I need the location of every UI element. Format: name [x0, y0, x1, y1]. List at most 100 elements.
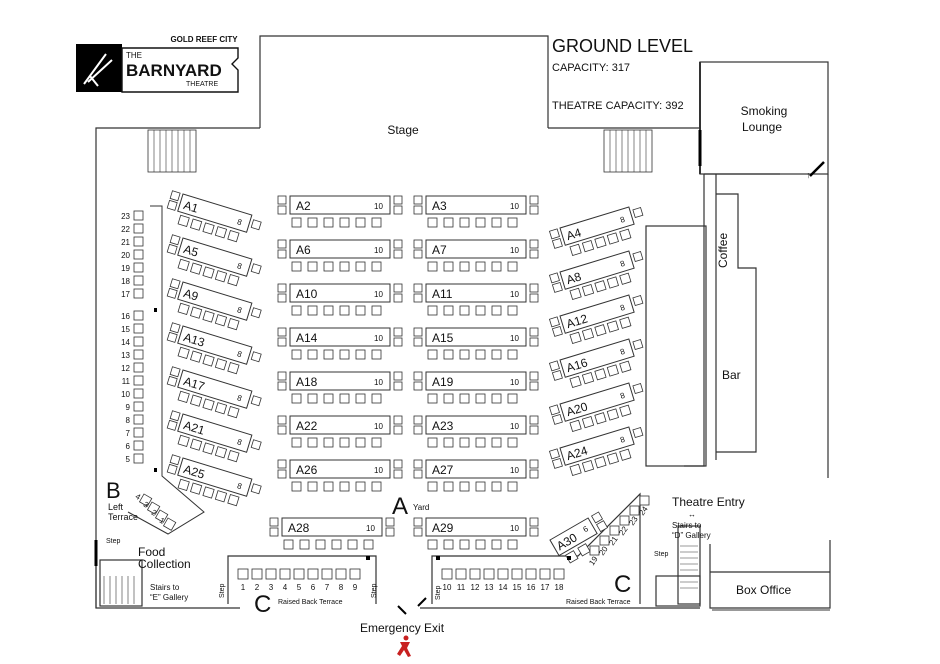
- table-capacity: 10: [510, 422, 519, 431]
- table-top: [425, 459, 527, 479]
- seat: [577, 543, 591, 557]
- seat: [413, 381, 423, 391]
- table-label: A14: [296, 331, 318, 345]
- smoking-lounge-label-line1: Smoking: [741, 104, 788, 118]
- seat: [529, 425, 539, 435]
- seat: [539, 568, 551, 580]
- table-top: [289, 371, 391, 391]
- table-top: [177, 369, 253, 409]
- table-a23: A23 10: [413, 415, 539, 448]
- seat: [323, 481, 334, 492]
- seat: [413, 327, 423, 337]
- table-capacity: 8: [236, 305, 243, 315]
- seat: [323, 437, 334, 448]
- seat: [277, 469, 287, 479]
- seat: [277, 195, 287, 205]
- marker: [567, 556, 571, 560]
- seat: [475, 437, 486, 448]
- seat: [475, 305, 486, 316]
- seat: [133, 310, 144, 321]
- seat-number: 12: [471, 583, 480, 592]
- seat: [177, 434, 190, 447]
- seat: [393, 381, 403, 391]
- table-capacity: 8: [236, 217, 243, 227]
- seat-number: 6: [311, 583, 316, 592]
- seat: [307, 305, 318, 316]
- table-label: A26: [296, 463, 318, 477]
- seat: [393, 249, 403, 259]
- seat: [393, 337, 403, 347]
- seat-number: 10: [121, 390, 130, 399]
- seat: [459, 393, 470, 404]
- seat: [166, 419, 178, 431]
- seat: [133, 236, 144, 247]
- seat: [413, 415, 423, 425]
- seat: [594, 236, 607, 249]
- table-a4: A48: [548, 206, 644, 257]
- seat: [355, 349, 366, 360]
- table-top: [559, 206, 635, 246]
- table-capacity: 8: [236, 437, 243, 447]
- seat-number: 2: [255, 583, 260, 592]
- box-office-label: Box Office: [736, 583, 791, 597]
- logo-sub: THEATRE: [186, 81, 218, 88]
- stairs-d-label-line2: “D” Gallery: [672, 531, 711, 540]
- seat-number: 7: [126, 429, 131, 438]
- table-capacity: 10: [510, 202, 519, 211]
- terrace-corner-seat: 2: [150, 508, 169, 523]
- seat: [581, 415, 595, 429]
- table-label: A23: [432, 419, 454, 433]
- seat-number: 19: [587, 554, 600, 567]
- seat: [251, 568, 263, 580]
- seat: [307, 217, 318, 228]
- seat: [459, 437, 470, 448]
- seat: [277, 283, 287, 293]
- seat: [619, 272, 632, 285]
- seat: [277, 337, 287, 347]
- seat: [133, 349, 144, 360]
- seat: [307, 481, 318, 492]
- seat: [385, 517, 395, 527]
- seat: [413, 517, 423, 527]
- seat: [413, 469, 423, 479]
- seat: [202, 354, 215, 367]
- table-capacity: 10: [366, 524, 375, 533]
- logo-top-line: GOLD REEF CITY: [170, 35, 238, 44]
- table-label: A7: [432, 243, 447, 257]
- seat: [250, 483, 262, 495]
- table-top: [289, 459, 391, 479]
- seat: [529, 459, 539, 469]
- seat-number: 19: [121, 264, 130, 273]
- seat: [138, 493, 153, 507]
- seat-number: 12: [121, 364, 130, 373]
- seat: [443, 539, 454, 550]
- seat: [639, 495, 650, 506]
- guitar-icon: [83, 53, 113, 87]
- seat: [413, 195, 423, 205]
- table-top: [425, 239, 527, 259]
- seat: [169, 234, 181, 246]
- stage-stairs: [103, 129, 698, 604]
- seat: [459, 481, 470, 492]
- table-top: [559, 294, 635, 334]
- table-top: [425, 327, 527, 347]
- table-capacity: 10: [374, 246, 383, 255]
- seat: [594, 324, 607, 337]
- seat: [133, 249, 144, 260]
- seat: [548, 360, 560, 372]
- seat: [529, 381, 539, 391]
- table-label: A5: [182, 242, 200, 260]
- seat: [393, 371, 403, 381]
- seat: [529, 327, 539, 337]
- seat: [371, 481, 382, 492]
- c-letter-left: C: [254, 591, 271, 618]
- table-label: A1: [182, 198, 200, 216]
- seat: [169, 366, 181, 378]
